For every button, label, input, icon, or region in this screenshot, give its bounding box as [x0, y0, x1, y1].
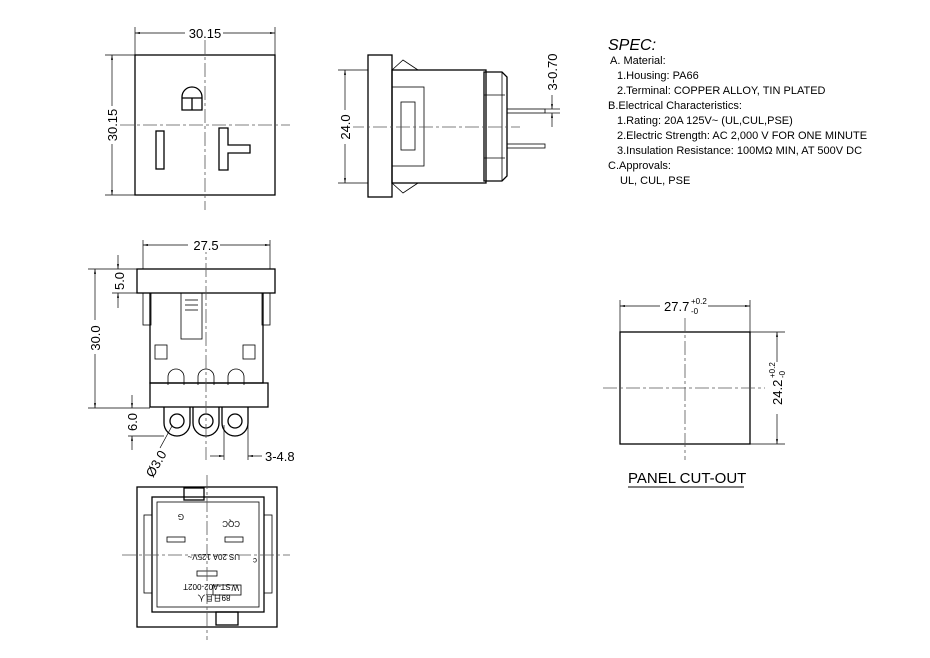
top-height-label: 30.0	[88, 325, 103, 350]
spec-line: UL, CUL, PSE	[620, 175, 690, 187]
spec-title: SPEC:	[608, 37, 656, 54]
spec-line: B.Electrical Characteristics:	[608, 100, 742, 112]
spec-line: C.Approvals:	[608, 160, 671, 172]
cutout-width-tol-minus: -0	[691, 307, 699, 316]
cutout-width-label: 27.7	[664, 299, 689, 314]
front-width-label: 30.15	[189, 26, 222, 41]
front-height-label: 30.15	[105, 109, 120, 142]
panel-cutout-title: PANEL CUT-OUT	[628, 470, 746, 487]
hole-diameter-label: Ø3.0	[143, 448, 170, 480]
flange-label: 5.0	[112, 272, 127, 290]
terminal-length-label: 6.0	[125, 413, 140, 431]
spec-line: 2.Electric Strength: AC 2,000 V FOR ONE …	[617, 130, 867, 142]
cqc-marking: CQC	[222, 519, 240, 528]
front-view: 30.15 30.15	[104, 26, 290, 210]
live-slot	[218, 127, 251, 171]
w-marking: W	[231, 583, 239, 592]
top-width-label: 27.5	[193, 238, 218, 253]
spec-line: 2.Terminal: COPPER ALLOY, TIN PLATED	[617, 85, 826, 97]
cutout-width-tol-plus: +0.2	[691, 297, 707, 306]
ul-c-marking: c	[253, 556, 257, 565]
spec-block: SPEC: A. Material: 1.Housing: PA66 2.Ter…	[608, 37, 867, 187]
cutout-height-label: 24.2	[770, 380, 785, 405]
top-view: 27.5 5.0 30.0 6.0 Ø3.0 3-4.8	[88, 238, 295, 480]
ground-hole	[181, 86, 203, 111]
panel-cutout: 27.7 +0.2 -0 24.2 +0.2 -0 PANEL CUT-OUT	[603, 296, 787, 488]
date-marking: 89日且人	[198, 593, 231, 602]
cutout-height-tol-plus: +0.2	[768, 362, 777, 378]
bottom-view: ST-A02-002T 89日且人 20A 125V~ G W CQC US c	[122, 475, 290, 640]
cutout-height-tol-minus: -0	[778, 370, 787, 378]
ground-marking: G	[178, 512, 184, 521]
side-view: 24.0 3-0.70	[337, 54, 560, 198]
spec-line: 1.Rating: 20A 125V~ (UL,CUL,PSE)	[617, 115, 793, 127]
pin-size-label: 3-0.70	[545, 54, 560, 91]
tab-size-label: 3-4.8	[265, 449, 295, 464]
neutral-slot	[155, 130, 165, 170]
spec-line: A. Material:	[610, 55, 666, 67]
spec-line: 1.Housing: PA66	[617, 70, 699, 82]
side-height-label: 24.0	[338, 114, 353, 139]
spec-line: 3.Insulation Resistance: 100MΩ MIN, AT 5…	[617, 145, 862, 157]
ul-us-marking: US	[229, 552, 240, 561]
